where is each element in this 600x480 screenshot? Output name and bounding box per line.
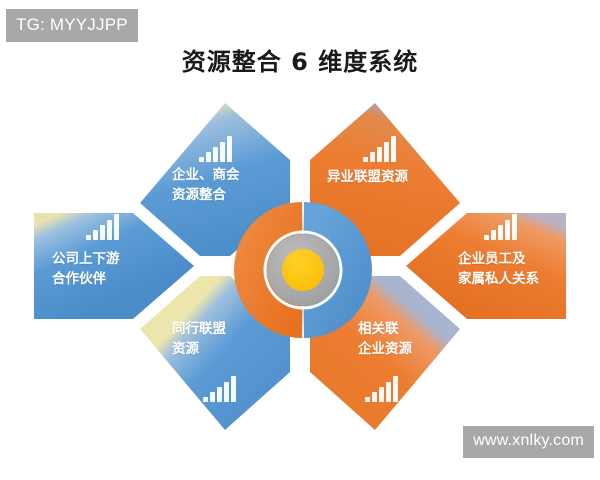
signal-bars-icon — [363, 136, 401, 167]
center-ring-outline — [263, 230, 343, 310]
center-core — [282, 249, 324, 291]
signal-bars-icon — [365, 376, 403, 407]
signal-bars-icon — [484, 214, 522, 245]
node-company-upstream-downstream[interactable] — [34, 213, 194, 319]
page-title: 资源整合 6 维度系统 — [181, 48, 419, 76]
signal-bars-icon — [199, 136, 237, 167]
signal-bars-icon — [203, 376, 241, 407]
watermark-site: www.xnlky.com — [463, 426, 594, 458]
center-hub[interactable] — [234, 202, 372, 342]
node-employee-family-relations[interactable] — [406, 213, 566, 319]
node-shape-upper-left[interactable] — [140, 103, 290, 256]
node-shape-left[interactable] — [34, 213, 194, 319]
node-label-cross-industry-alliance: 异业联盟资源 — [327, 169, 408, 185]
node-label-related-enterprise: 相关联 企业资源 — [358, 321, 412, 357]
node-label-enterprise-chamber: 企业、商会 资源整合 — [172, 167, 240, 203]
node-label-peer-alliance: 同行联盟 资源 — [172, 321, 226, 357]
node-enterprise-chamber[interactable] — [140, 103, 290, 256]
node-label-employee-family-relations: 企业员工及 家属私人关系 — [458, 251, 539, 287]
node-label-company-upstream-downstream: 公司上下游 合作伙伴 — [52, 251, 120, 287]
node-shape-right[interactable] — [406, 213, 566, 319]
watermark-tg: TG: MYYJJPP — [6, 9, 138, 42]
signal-bars-icon — [86, 214, 124, 245]
